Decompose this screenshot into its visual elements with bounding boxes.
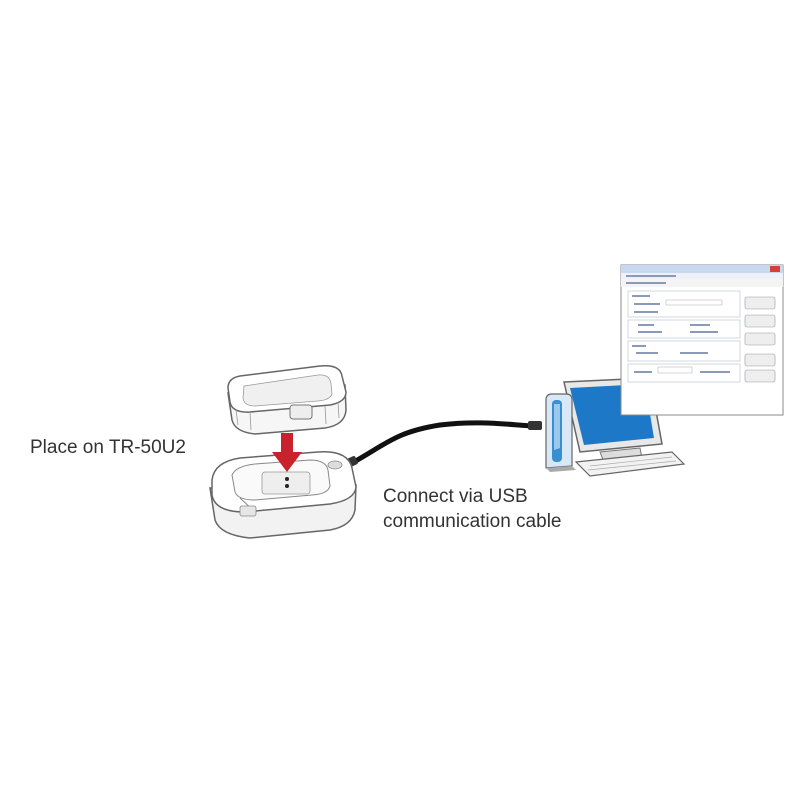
connect-label-line1: Connect via USB [383,486,528,507]
software-window-icon [620,264,784,416]
connect-label-line2: communication cable [383,511,562,532]
tr-50u2-base-unit-icon [209,451,357,539]
usb-plug-pc [528,421,542,430]
place-label: Place on TR-50U2 [30,437,186,458]
usb-cable [349,420,538,466]
down-arrow-icon [272,433,302,472]
data-logger-sensor-icon [227,364,347,435]
